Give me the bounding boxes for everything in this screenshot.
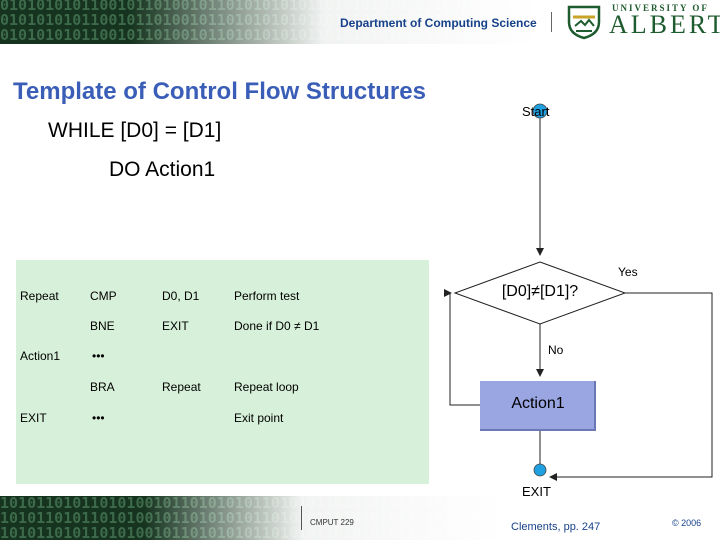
exit-node — [533, 463, 547, 477]
code-comment-exit-point: Exit point — [234, 411, 284, 425]
code-op-bra: BRA — [90, 380, 115, 394]
code-panel — [16, 260, 429, 484]
footer-divider — [301, 506, 302, 530]
copyright: © 2006 — [672, 518, 702, 528]
footer-fade — [0, 496, 720, 540]
university-label: UNIVERSITY OF — [612, 3, 709, 13]
code-arg-exit: EXIT — [162, 319, 189, 333]
yes-label: Yes — [618, 265, 638, 279]
start-node — [532, 103, 548, 119]
university-wordmark: ALBERTA — [609, 10, 720, 39]
code-op-cmp: CMP — [90, 289, 117, 303]
no-label: No — [548, 343, 564, 357]
university-crest-icon — [567, 5, 601, 40]
decision-label: [D0]≠[D1]? — [501, 283, 579, 300]
code-op-ellipsis: ••• — [92, 349, 105, 363]
action-box — [480, 381, 596, 431]
header-divider — [551, 12, 552, 32]
yes-exit-arrow — [549, 292, 713, 481]
department-name: Department of Computing Science — [340, 16, 537, 30]
do-statement: DO Action1 — [109, 158, 216, 181]
slide-title: Template of Control Flow Structures — [13, 78, 426, 105]
citation: Clements, pp. 247 — [511, 521, 601, 533]
code-op-bne: BNE — [90, 319, 115, 333]
code-op-ellipsis-exit: ••• — [92, 411, 105, 425]
code-arg-repeat: Repeat — [162, 380, 201, 394]
while-statement: WHILE [D0] = [D1] — [48, 119, 222, 142]
start-label: Start — [522, 104, 550, 119]
loop-back-arrow — [444, 289, 480, 406]
code-arg-d0-d1: D0, D1 — [162, 289, 200, 303]
code-label-action1: Action1 — [20, 349, 61, 363]
course-code: CMPUT 229 — [310, 518, 354, 527]
code-label-repeat: Repeat — [20, 289, 59, 303]
exit-label: EXIT — [522, 484, 551, 499]
action-label: Action1 — [511, 395, 565, 412]
footer-banner: 1010110101101010010110101010110101011010… — [0, 496, 720, 540]
code-comment-done: Done if D0 ≠ D1 — [234, 319, 320, 333]
code-comment-repeat-loop: Repeat loop — [234, 380, 299, 394]
code-comment-perform-test: Perform test — [234, 289, 300, 303]
code-label-exit: EXIT — [20, 411, 47, 425]
